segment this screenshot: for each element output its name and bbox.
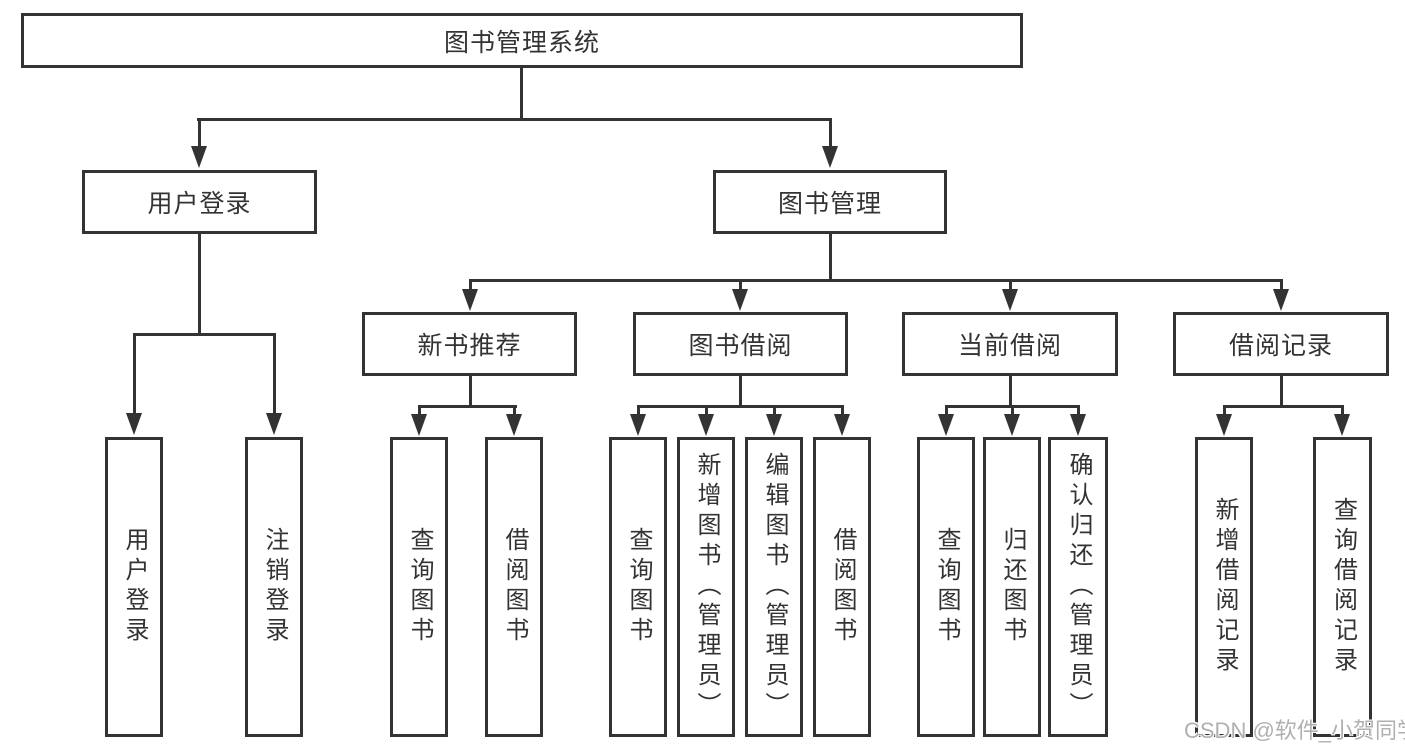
connector-drop (1279, 279, 1283, 291)
connector-drop (272, 333, 276, 415)
leaf-add-borrow-record: 新增借阅记录 (1195, 437, 1253, 737)
node-borrow-records: 借阅记录 (1173, 312, 1389, 376)
leaf-user-login: 用户登录 (105, 437, 163, 737)
leaf-label: 编辑图书（管理员） (761, 452, 788, 722)
connector-stem (468, 374, 472, 408)
connector-root-drop-right (828, 118, 832, 150)
connector-rail (636, 405, 844, 408)
node-current-borrow: 当前借阅 (902, 312, 1118, 376)
connector-drop (840, 405, 844, 417)
connector-drop (417, 405, 421, 417)
leaf-label: 借阅图书 (829, 527, 856, 647)
arrow-down-icon (191, 146, 207, 168)
connector-drop (1340, 405, 1344, 417)
connector-drop (772, 405, 776, 417)
node-root-library-system: 图书管理系统 (21, 13, 1023, 68)
connector-root-rail (197, 118, 832, 121)
leaf-query-books-current: 查询图书 (917, 437, 975, 737)
arrow-down-icon (411, 414, 427, 436)
connector-stem (739, 374, 742, 408)
arrow-down-icon (766, 414, 782, 436)
connector-drop (468, 279, 472, 291)
connector-drop (739, 279, 742, 291)
connector-rail (417, 405, 517, 408)
leaf-borrow-books-recommend: 借阅图书 (485, 437, 543, 737)
leaf-label: 查询图书 (933, 527, 960, 647)
node-user-login: 用户登录 (82, 170, 317, 234)
connector-drop (944, 405, 948, 417)
connector-stem (1279, 374, 1283, 408)
arrow-down-icon (834, 414, 850, 436)
leaf-query-books-recommend: 查询图书 (390, 437, 448, 737)
connector-drop (1008, 279, 1012, 291)
leaf-label: 用户登录 (121, 527, 148, 647)
arrow-down-icon (630, 414, 646, 436)
connector-drop (1222, 405, 1226, 417)
connector-book-mgmt-stem (828, 232, 832, 282)
leaf-label: 查询图书 (406, 527, 433, 647)
connector-drop (1010, 405, 1014, 417)
connector-user-login-rail (132, 333, 276, 336)
leaf-edit-books-admin: 编辑图书（管理员） (745, 437, 803, 737)
arrow-down-icon (462, 289, 478, 311)
leaf-borrow-books: 借阅图书 (813, 437, 871, 737)
connector-book-mgmt-rail (468, 279, 1283, 282)
node-book-borrow: 图书借阅 (633, 312, 848, 376)
arrow-down-icon (506, 414, 522, 436)
node-book-management: 图书管理 (713, 170, 947, 234)
connector-drop (1076, 405, 1080, 417)
leaf-label: 注销登录 (261, 527, 288, 647)
connector-root-stem (520, 66, 523, 120)
arrow-down-icon (1002, 289, 1018, 311)
leaf-label: 归还图书 (999, 527, 1026, 647)
leaf-label: 查询借阅记录 (1329, 497, 1357, 677)
csdn-watermark: CSDN @软件_小贺同学 (1184, 718, 1405, 743)
arrow-down-icon (1004, 414, 1020, 436)
arrow-down-icon (822, 146, 838, 168)
arrow-down-icon (938, 414, 954, 436)
leaf-return-books: 归还图书 (983, 437, 1041, 737)
arrow-down-icon (266, 413, 282, 435)
arrow-down-icon (1216, 414, 1232, 436)
arrow-down-icon (698, 414, 714, 436)
node-new-book-recommend: 新书推荐 (362, 312, 577, 376)
connector-root-drop-left (197, 118, 201, 150)
leaf-confirm-return-admin: 确认归还（管理员） (1048, 437, 1108, 737)
leaf-label: 借阅图书 (501, 527, 528, 647)
arrow-down-icon (732, 289, 748, 311)
connector-drop (132, 333, 136, 415)
leaf-query-borrow-record: 查询借阅记录 (1313, 437, 1372, 737)
arrow-down-icon (1070, 414, 1086, 436)
leaf-query-books-borrow: 查询图书 (609, 437, 667, 737)
connector-rail (1222, 405, 1344, 408)
connector-drop (512, 405, 516, 417)
leaf-logout: 注销登录 (245, 437, 303, 737)
leaf-label: 新增借阅记录 (1211, 497, 1238, 677)
arrow-down-icon (126, 413, 142, 435)
leaf-label: 查询图书 (625, 527, 652, 647)
leaf-add-books-admin: 新增图书（管理员） (677, 437, 735, 737)
connector-drop (636, 405, 640, 417)
connector-stem (1008, 374, 1012, 408)
arrow-down-icon (1273, 289, 1289, 311)
connector-drop (704, 405, 708, 417)
leaf-label: 确认归还（管理员） (1065, 452, 1092, 722)
connector-user-login-stem (197, 232, 201, 336)
leaf-label: 新增图书（管理员） (693, 452, 720, 722)
arrow-down-icon (1334, 414, 1350, 436)
